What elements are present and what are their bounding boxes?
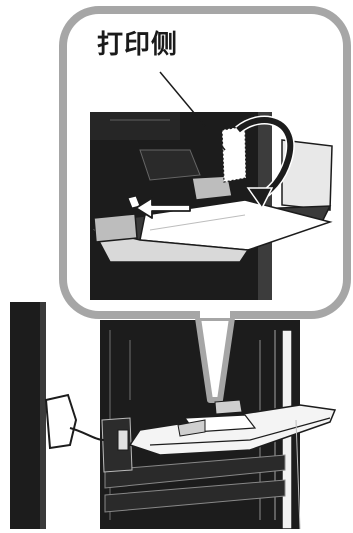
machine-lower-view	[10, 302, 335, 529]
print-side-label: 打印侧	[97, 32, 178, 58]
